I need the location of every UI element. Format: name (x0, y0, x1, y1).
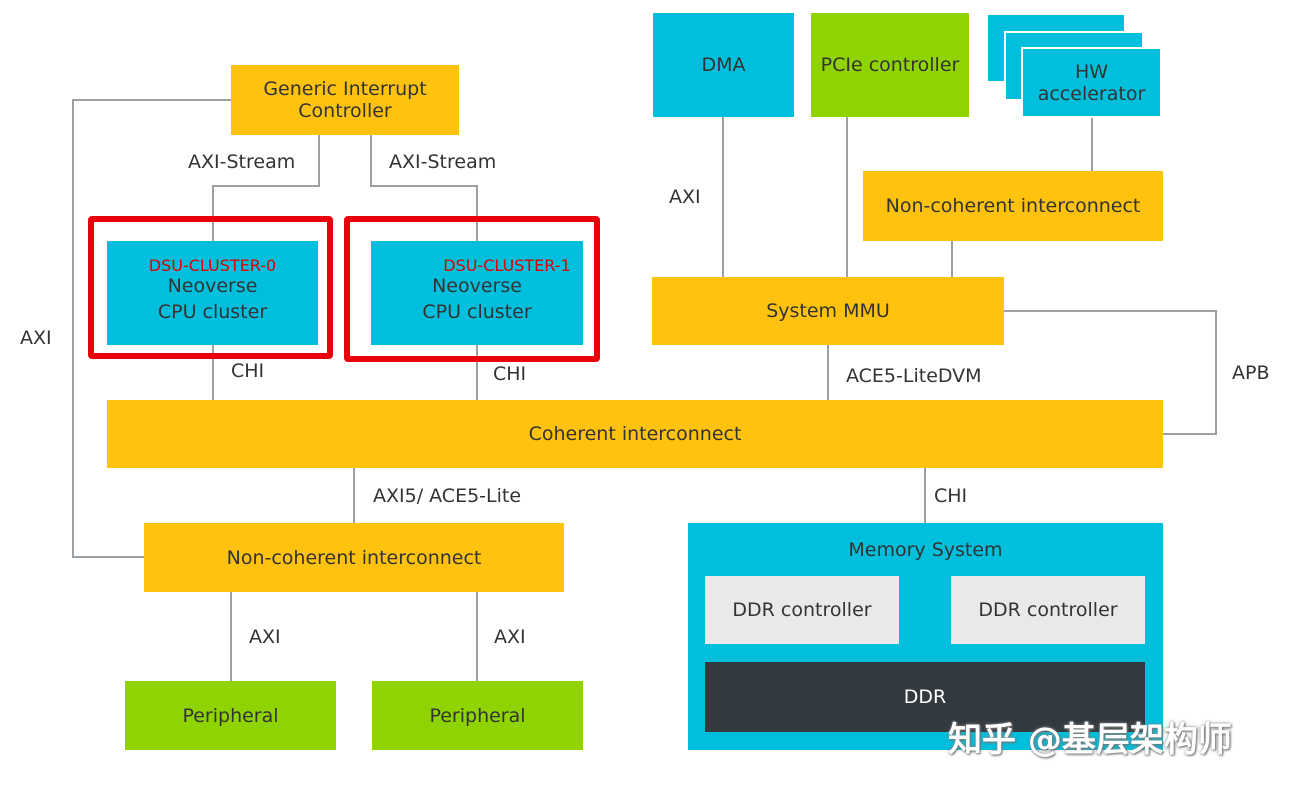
ddr-block: DDR (705, 662, 1145, 732)
link-chi-cluster-0: CHI (231, 360, 265, 382)
link-axi5-ace5-lite: AXI5/ ACE5-Lite (373, 485, 522, 507)
ddr-controller-1-label: DDR controller (732, 599, 872, 621)
coherent-label: Coherent interconnect (528, 423, 742, 445)
wire-pcie-smmu (846, 117, 848, 277)
ddr-controller-2: DDR controller (951, 576, 1145, 644)
wire-hw-nci (1091, 117, 1093, 171)
wire-axi-left-v (72, 99, 74, 558)
cpu-cluster-0: DSU-CLUSTER-0 Neoverse CPU cluster (107, 241, 318, 345)
cluster-0-line1: Neoverse (167, 275, 258, 297)
wire-smmu-coherent (827, 345, 829, 400)
wire-gic-axi-left-h (72, 99, 232, 101)
wire-c0-coherent (212, 345, 214, 400)
wire-gic-c0-c (212, 185, 214, 241)
gic-label-line1: Generic Interrupt (263, 78, 427, 100)
link-chi-cluster-1: CHI (493, 363, 527, 385)
gic-label-line2: Controller (298, 100, 392, 122)
cluster-0-highlight (88, 216, 333, 359)
wire-gic-c0-a (318, 135, 320, 187)
wire-apb-b (1215, 310, 1217, 435)
link-apb: APB (1232, 362, 1270, 384)
link-axi-peripheral-2: AXI (494, 626, 526, 648)
wire-nci-smmu (951, 241, 953, 277)
peripheral-2-label: Peripheral (429, 704, 526, 727)
hw-accelerator-label-line2: accelerator (1037, 82, 1146, 105)
wire-coherent-mem (924, 468, 926, 523)
wire-apb-a (1003, 310, 1217, 312)
wire-gic-c1-a (370, 135, 372, 187)
cluster-1-name: DSU-CLUSTER-1 (443, 256, 571, 275)
link-axi-left: AXI (20, 327, 52, 349)
dma-label: DMA (701, 54, 746, 76)
wire-nci-p2 (476, 592, 478, 681)
cluster-1-highlight (344, 216, 600, 362)
link-axi-dma: AXI (669, 186, 701, 208)
link-axi-stream-right: AXI-Stream (389, 151, 497, 173)
nci-top-label: Non-coherent interconnect (885, 195, 1141, 217)
cluster-0-line2: CPU cluster (157, 301, 268, 323)
wire-c1-coherent (476, 345, 478, 400)
watermark: 知乎 @基层架构师 (948, 720, 1232, 760)
non-coherent-interconnect-bottom: Non-coherent interconnect (144, 523, 564, 592)
pcie-label: PCIe controller (820, 54, 960, 76)
non-coherent-interconnect-top: Non-coherent interconnect (863, 171, 1163, 241)
cpu-cluster-1: DSU-CLUSTER-1 Neoverse CPU cluster (371, 241, 583, 345)
cluster-0-name: DSU-CLUSTER-0 (148, 256, 277, 275)
hw-accelerator-label-line1: HW (1074, 60, 1109, 83)
wire-axi-left-bottom-h (72, 556, 144, 558)
link-chi-memory: CHI (934, 485, 968, 507)
pcie-controller-block: PCIe controller (811, 13, 969, 117)
wire-gic-c1-c (476, 185, 478, 241)
wire-gic-c1-b (370, 185, 478, 187)
peripheral-1-label: Peripheral (182, 704, 279, 727)
wire-dma-smmu (722, 117, 724, 277)
dma-block: DMA (653, 13, 794, 117)
peripheral-block-2: Peripheral (372, 681, 583, 750)
cluster-1-line1: Neoverse (432, 275, 522, 297)
coherent-interconnect: Coherent interconnect (107, 400, 1163, 468)
ddr-controller-1: DDR controller (705, 576, 899, 644)
generic-interrupt-controller: Generic Interrupt Controller (231, 65, 459, 135)
wire-gic-c0-b (212, 185, 320, 187)
wire-nci-p1 (230, 592, 232, 681)
peripheral-block-1: Peripheral (125, 681, 336, 750)
memory-system-label: Memory System (848, 539, 1003, 561)
link-axi-peripheral-1: AXI (249, 626, 281, 648)
hw-accelerator-block: HW accelerator (1021, 47, 1162, 118)
link-axi-stream-left: AXI-Stream (188, 151, 296, 173)
system-mmu-block: System MMU (652, 277, 1004, 345)
wire-apb-c (1162, 433, 1217, 435)
wire-coherent-nci (353, 468, 355, 523)
link-ace5-litedvm: ACE5-LiteDVM (846, 365, 982, 387)
nci-bottom-label: Non-coherent interconnect (226, 546, 482, 569)
cluster-1-line2: CPU cluster (422, 301, 532, 323)
ddr-controller-2-label: DDR controller (978, 599, 1118, 621)
ddr-label: DDR (903, 686, 947, 708)
smmu-label: System MMU (766, 300, 890, 322)
